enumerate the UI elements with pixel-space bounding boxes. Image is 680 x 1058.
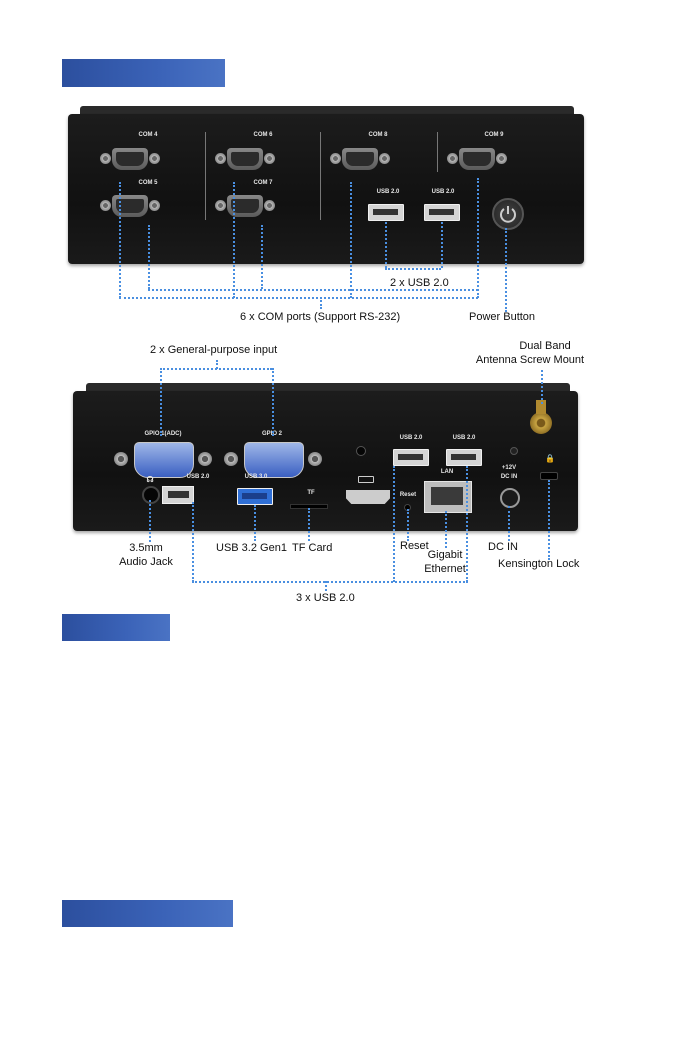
com7-label: COM 7 bbox=[243, 180, 283, 186]
com6-port bbox=[215, 146, 275, 172]
usb20-label: USB 2.0 bbox=[444, 435, 484, 441]
callout-line bbox=[477, 178, 479, 298]
callout-line bbox=[508, 506, 510, 541]
com4-port bbox=[100, 146, 160, 172]
callout-line bbox=[216, 360, 218, 369]
callout-line bbox=[148, 225, 150, 289]
callout-line bbox=[325, 581, 327, 591]
callout-line bbox=[505, 228, 507, 312]
com9-port bbox=[447, 146, 507, 172]
reset-label: Reset bbox=[394, 492, 422, 498]
callout-line bbox=[148, 289, 478, 291]
callout-line bbox=[320, 297, 322, 309]
callout-line bbox=[350, 182, 352, 298]
usb30-label: USB 3.0 bbox=[236, 474, 276, 480]
lock-icon: 🔒 bbox=[544, 454, 556, 463]
kensington-callout: Kensington Lock bbox=[498, 558, 579, 570]
usb32-callout: USB 3.2 Gen1 bbox=[216, 542, 287, 554]
usb20-port bbox=[368, 204, 404, 221]
audio-callout-line1: 3.5mm bbox=[106, 542, 186, 554]
callout-line bbox=[385, 268, 441, 270]
panel-divider bbox=[320, 132, 321, 220]
power-callout: Power Button bbox=[469, 311, 535, 323]
com7-port bbox=[215, 193, 275, 219]
callout-line bbox=[149, 500, 151, 542]
panel-divider bbox=[437, 132, 438, 172]
usb20-port bbox=[162, 486, 194, 504]
dcin-voltage-label: +12V bbox=[494, 465, 524, 471]
usb-port-label: USB 2.0 bbox=[368, 189, 408, 195]
gpio1-label: GPIO 1(ADC) bbox=[138, 431, 188, 437]
callout-line bbox=[407, 509, 409, 541]
lan-port bbox=[424, 481, 472, 513]
callout-line bbox=[445, 511, 447, 548]
audio-callout-line2: Audio Jack bbox=[106, 556, 186, 568]
usb20-port bbox=[393, 449, 429, 466]
callout-line bbox=[308, 508, 310, 541]
indicator-led bbox=[510, 447, 518, 455]
gpio1-port bbox=[114, 440, 214, 478]
usb20-port bbox=[446, 449, 482, 466]
section-header-bar-3 bbox=[62, 900, 233, 927]
gpio2-port bbox=[224, 440, 324, 478]
com5-port bbox=[100, 193, 160, 219]
dcin-label: DC IN bbox=[494, 474, 524, 480]
callout-line bbox=[272, 368, 274, 436]
tf-label: TF bbox=[296, 490, 326, 496]
com4-label: COM 4 bbox=[128, 132, 168, 138]
audio-jack bbox=[142, 486, 160, 504]
headphone-icon: ☊ bbox=[140, 475, 160, 484]
kensington-slot bbox=[540, 472, 558, 480]
callout-line bbox=[548, 480, 550, 560]
usb20-label: USB 2.0 bbox=[391, 435, 431, 441]
com8-label: COM 8 bbox=[358, 132, 398, 138]
usb30-port bbox=[237, 488, 273, 505]
callout-line bbox=[119, 297, 478, 299]
callout-line bbox=[261, 225, 263, 289]
dc-in-jack bbox=[500, 488, 520, 508]
usb-callout: 2 x USB 2.0 bbox=[390, 277, 449, 289]
usb20-label: USB 2.0 bbox=[178, 474, 218, 480]
com-callout: 6 x COM ports (Support RS-232) bbox=[240, 311, 400, 323]
hdmi-port bbox=[346, 490, 390, 504]
gigabit-callout-line1: Gigabit bbox=[415, 549, 475, 561]
antenna-callout-line2: Antenna Screw Mount bbox=[455, 354, 605, 366]
callout-line bbox=[192, 502, 194, 582]
gigabit-callout-line2: Ethernet bbox=[415, 563, 475, 575]
usb-port-label: USB 2.0 bbox=[423, 189, 463, 195]
callout-line bbox=[233, 182, 235, 298]
callout-line bbox=[254, 505, 256, 541]
callout-line bbox=[385, 222, 387, 268]
callout-line bbox=[441, 222, 443, 268]
usb20-port bbox=[424, 204, 460, 221]
tfcard-callout: TF Card bbox=[292, 542, 332, 554]
hdmi-icon bbox=[358, 476, 374, 483]
dcin-callout: DC IN bbox=[488, 541, 518, 553]
section-header-bar-1 bbox=[62, 59, 225, 87]
gpio-callout: 2 x General-purpose input bbox=[150, 344, 277, 356]
lan-label: LAN bbox=[432, 469, 462, 475]
antenna-callout-line1: Dual Band bbox=[470, 340, 620, 352]
com8-port bbox=[330, 146, 390, 172]
panel-divider bbox=[205, 132, 206, 220]
usb20-callout: 3 x USB 2.0 bbox=[296, 592, 355, 604]
com9-label: COM 9 bbox=[474, 132, 514, 138]
callout-line bbox=[541, 370, 543, 404]
callout-line bbox=[393, 466, 395, 582]
callout-line bbox=[192, 581, 468, 583]
com6-label: COM 6 bbox=[243, 132, 283, 138]
com5-label: COM 5 bbox=[128, 180, 168, 186]
antenna-mount bbox=[530, 412, 552, 434]
callout-line bbox=[119, 182, 121, 298]
section-header-bar-2 bbox=[62, 614, 170, 641]
callout-line bbox=[160, 368, 162, 436]
led-indicator bbox=[356, 446, 366, 456]
power-icon bbox=[498, 204, 518, 224]
